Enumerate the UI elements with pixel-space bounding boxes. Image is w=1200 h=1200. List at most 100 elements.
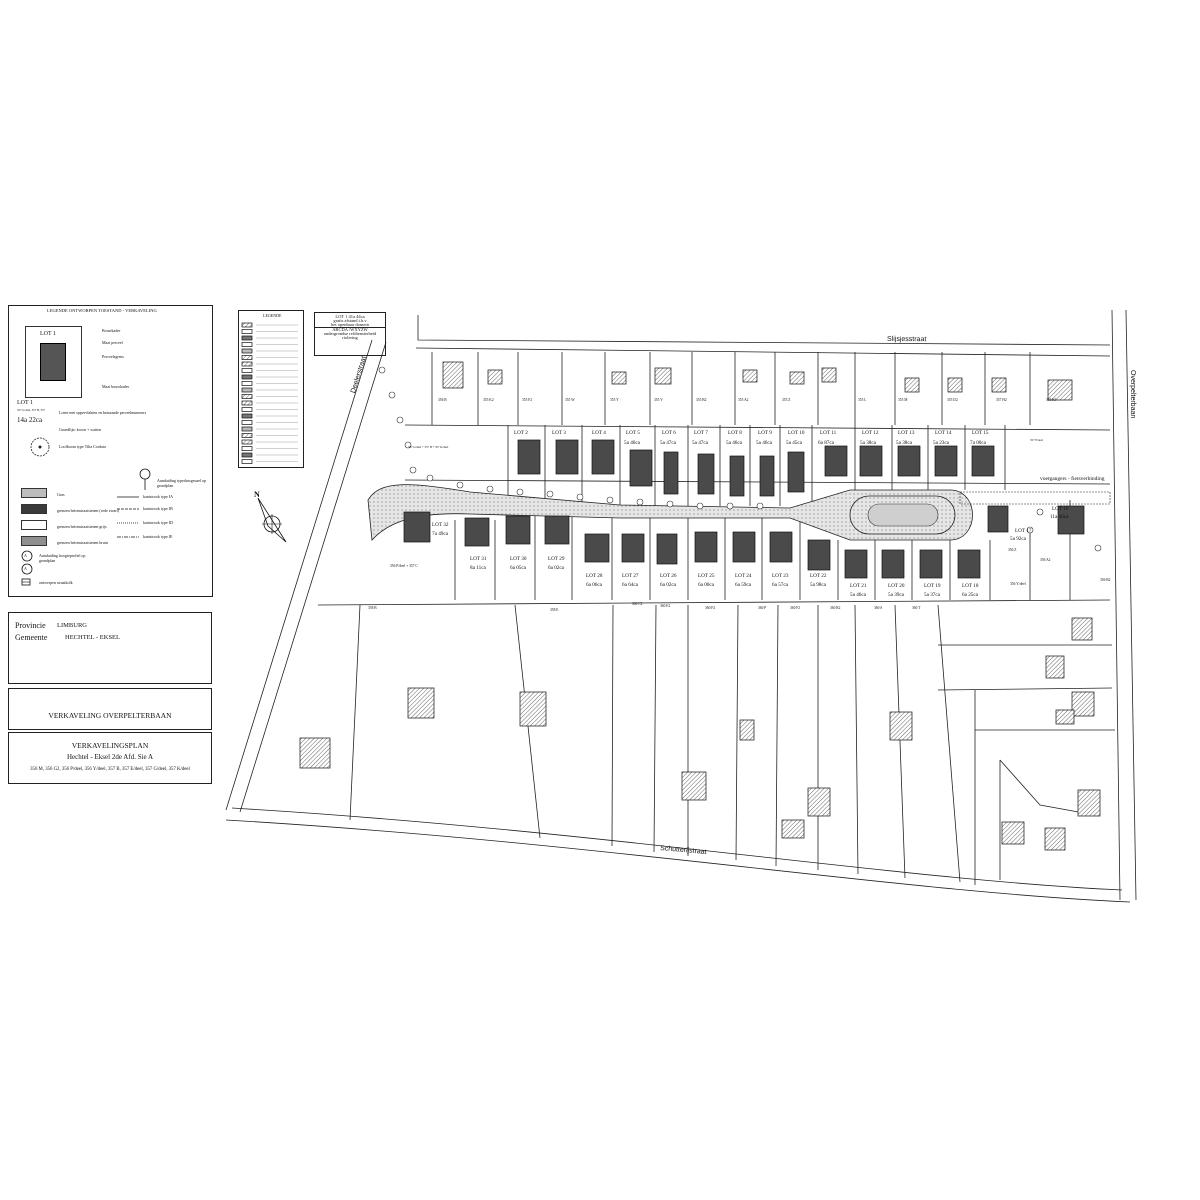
parcel-number: 356 Z xyxy=(1008,548,1017,552)
new-house xyxy=(555,439,579,475)
new-house xyxy=(769,531,793,563)
new-house xyxy=(824,445,848,477)
existing-house xyxy=(519,691,547,727)
top-lot-area: 5a 45ca xyxy=(786,440,802,446)
bottom-lot-id: LOT 20 xyxy=(888,583,905,589)
bottom-lot-area: 6a 00ca xyxy=(698,582,714,588)
map-legend-symbol xyxy=(241,355,253,360)
existing-house xyxy=(1044,827,1066,851)
tree-icon xyxy=(546,490,554,498)
legend-lot-parcels: 357 G/deel, 357 B, 357 xyxy=(17,408,45,412)
map-legend-symbol xyxy=(241,348,253,354)
bottom-lot-id: LOT 32 xyxy=(432,522,449,528)
marker-letter-2: A xyxy=(24,566,27,571)
new-house xyxy=(919,549,943,579)
new-house xyxy=(464,517,490,547)
map-legend-symbol xyxy=(241,322,253,328)
tree-icon xyxy=(409,466,417,474)
new-house xyxy=(844,549,868,579)
new-house xyxy=(732,531,756,563)
parcel-number: 360 S xyxy=(874,606,883,610)
gemeente-label: Gemeente xyxy=(15,633,48,642)
parcel-number: 360 T xyxy=(912,606,921,610)
existing-house xyxy=(889,711,913,741)
tree-icon xyxy=(1094,544,1102,552)
tree-icon xyxy=(456,481,464,489)
top-lot-id: LOT 8 xyxy=(728,430,742,436)
existing-house xyxy=(742,369,758,383)
info-line-4: ABCDA /WXYZW xyxy=(332,327,368,332)
parcel-number: 355 A2 xyxy=(738,398,749,402)
bottom-lot-id: LOT 21 xyxy=(850,583,867,589)
swatch-label-red: grenzen betonstraatstenen (rode zwart) xyxy=(57,508,120,513)
top-lot-id: LOT 2 xyxy=(514,430,528,436)
parcel-number: 360 R2 xyxy=(830,606,841,610)
swatch-label-grey: grenzen betonstraatstenen grijs xyxy=(57,524,107,529)
parcel-number: 358 B xyxy=(368,606,377,610)
new-lot-buildings xyxy=(403,439,1085,579)
bottom-lot-id: LOT 28 xyxy=(586,573,603,579)
street-top: Slijsjesstraat xyxy=(886,335,927,344)
street-right: Overpelterbaan xyxy=(1129,370,1136,419)
top-lot-id: LOT 14 xyxy=(935,430,952,436)
parcel-number: 357 H2 xyxy=(996,398,1007,402)
tree-icon xyxy=(576,493,584,501)
bottom-lot-area: 6a 59ca xyxy=(735,582,751,588)
tree-icon xyxy=(636,498,644,506)
new-house xyxy=(787,451,805,493)
parcel-number: 360 F2 xyxy=(790,606,801,610)
drain-icon xyxy=(21,578,31,586)
parcel-number: 355 B2 xyxy=(696,398,707,402)
existing-house xyxy=(789,371,805,385)
top-lot-area: 5a 23ca xyxy=(933,440,949,446)
bottom-lot-area: 7a 49ca xyxy=(432,531,448,537)
tree-icon xyxy=(1036,508,1044,516)
new-house xyxy=(629,449,653,487)
road-sign-icon xyxy=(139,468,151,490)
bottom-lot-area: 6a 64ca xyxy=(622,582,638,588)
inset-label-3: Perceelsgrens xyxy=(102,354,124,359)
tree-icon xyxy=(388,391,396,399)
swatch-gras xyxy=(21,488,47,498)
bottom-lot-id: LOT 27 xyxy=(622,573,639,579)
parcel-number: 356 B2 xyxy=(1100,578,1111,582)
map-legend-symbol xyxy=(241,374,253,380)
bottom-lot-id: LOT 24 xyxy=(735,573,752,579)
parcel-number: 360 P xyxy=(758,606,767,610)
bottom-lot-id: LOT 23 xyxy=(772,573,789,579)
legend-lot-title: LOT 1 xyxy=(17,400,34,406)
legend-panel: LEGENDE ONTWORPEN TOESTAND - VERKAVELING… xyxy=(8,305,213,597)
tree-icon xyxy=(516,488,524,496)
legend-heading: LEGENDE ONTWORPEN TOESTAND - VERKAVELING xyxy=(47,308,157,313)
east-lot-area: 11a 46ca xyxy=(1050,514,1069,520)
tree-icon xyxy=(404,441,412,449)
bottom-lot-area: 6a 57ca xyxy=(772,582,788,588)
plan-title: VERKAVELINGSPLAN xyxy=(71,741,149,750)
swatch-grey xyxy=(21,520,47,530)
path-label: voetgangers - fietsverbinding xyxy=(1040,476,1105,482)
map-legend-symbol xyxy=(241,394,253,399)
east-lot-area: 5a 92ca xyxy=(1010,536,1026,542)
info-line-1: LOT 1 41a 44ca xyxy=(335,314,365,319)
info-line-5: ondergrondse refdiensterheid xyxy=(323,331,377,336)
parcel-number: 355 F2 xyxy=(522,398,533,402)
provincie-label: Provincie xyxy=(15,621,46,630)
map-legend-symbol xyxy=(241,361,253,367)
new-house xyxy=(544,515,570,545)
map-legend-symbol xyxy=(241,433,253,438)
new-house xyxy=(591,439,615,475)
parcel-number: 355 L xyxy=(858,398,867,402)
existing-house xyxy=(299,737,331,769)
new-house xyxy=(697,453,715,495)
map-legend-symbol xyxy=(241,420,253,425)
new-house xyxy=(663,451,679,495)
existing-house xyxy=(1071,691,1095,717)
parcel-number: 360 C2 xyxy=(632,602,643,606)
map-legend-symbols xyxy=(241,322,298,464)
map-legend-symbol xyxy=(241,381,253,386)
map-legend-symbol xyxy=(241,342,253,347)
swatch-red xyxy=(21,504,47,514)
marker-label-1: Aanduiding hoogteprofiel op grondplan xyxy=(39,553,86,563)
tree-symbol-icon xyxy=(30,437,50,457)
tree-icon xyxy=(726,502,734,510)
